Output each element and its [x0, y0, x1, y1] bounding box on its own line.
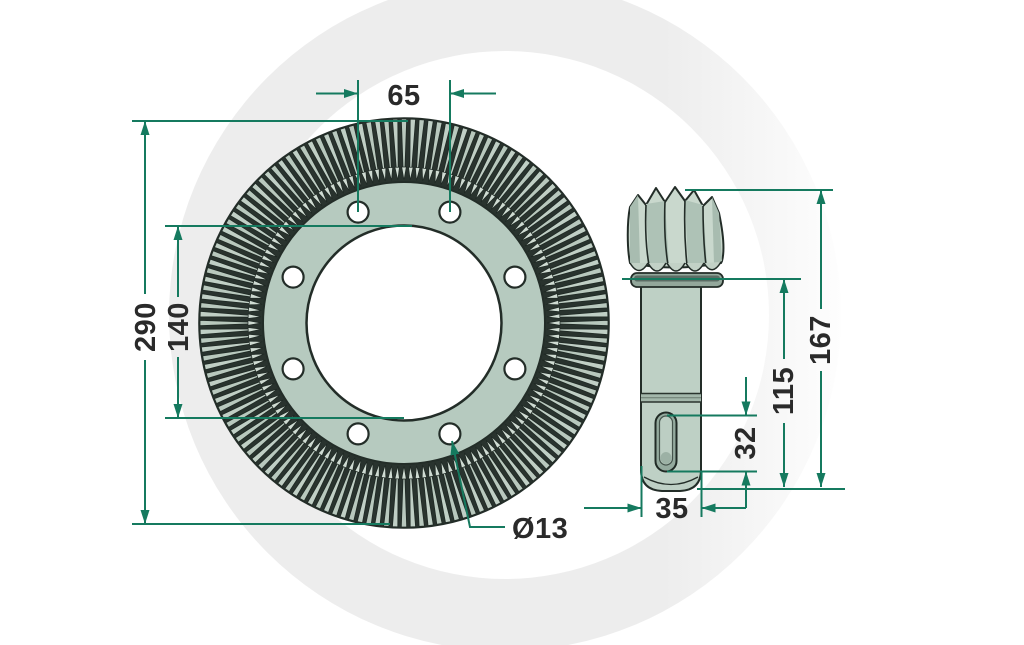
label-hole-spacing: 65: [387, 80, 420, 112]
bolt-hole: [503, 357, 527, 381]
ring-gear-flange: [262, 181, 546, 465]
keyway-slot: [654, 411, 678, 473]
bolt-hole: [281, 357, 305, 381]
bore: [305, 224, 503, 422]
pinion-gear: [626, 186, 725, 492]
label-bore-diameter: 140: [163, 302, 195, 352]
dimension-290: [132, 120, 408, 525]
dimension-65: [316, 80, 496, 212]
label-shaft-diameter: 35: [655, 493, 688, 525]
label-outer-diameter: 290: [130, 302, 162, 352]
label-pinion-shaft-length: 115: [768, 367, 800, 415]
label-keyway-length: 32: [730, 426, 762, 459]
label-bolt-hole-diameter: Ø13: [512, 513, 568, 545]
bolt-hole: [438, 422, 462, 446]
dimension-140: [165, 225, 412, 419]
shaft-groove: [641, 392, 701, 403]
dimension-115: [622, 278, 801, 487]
ring-gear-teeth: [198, 117, 610, 529]
dimension-167: [685, 189, 845, 490]
dimension-35: [584, 466, 746, 517]
bolt-hole: [346, 422, 370, 446]
dimension-32: [667, 377, 757, 508]
label-pinion-total-length: 167: [805, 315, 837, 365]
bolt-hole: [503, 265, 527, 289]
pinion-head: [626, 186, 725, 272]
bolt-hole: [281, 265, 305, 289]
dimension-hole-leader: [450, 440, 505, 528]
dimension-lines: [132, 80, 845, 528]
